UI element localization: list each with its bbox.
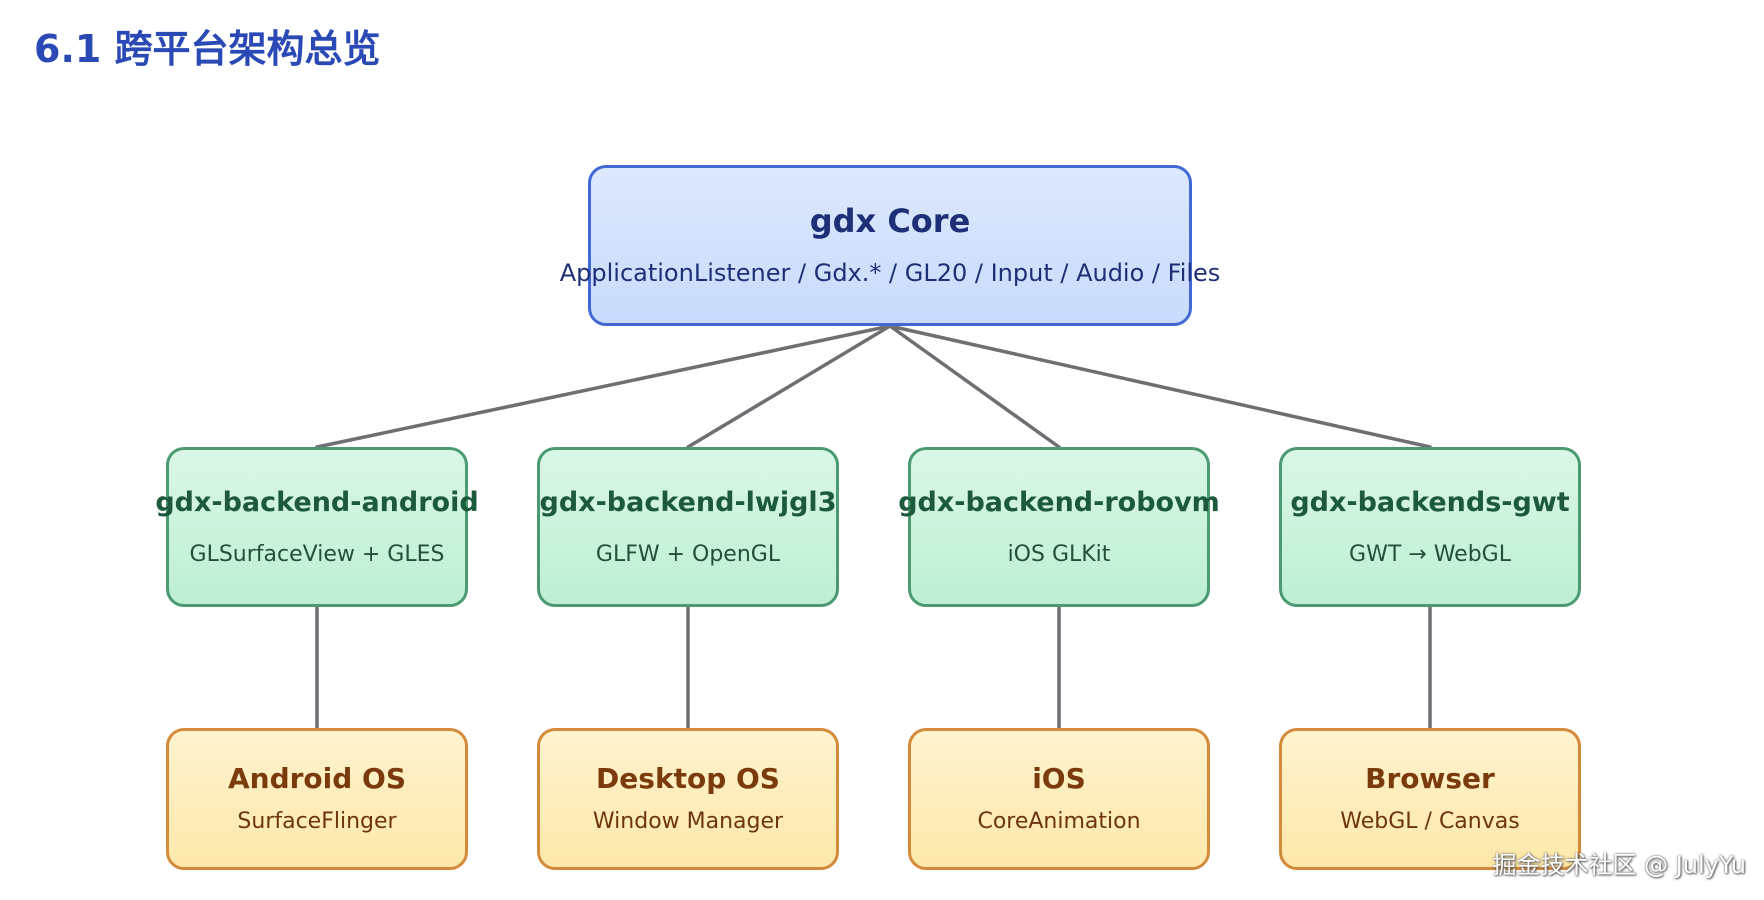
backend-node-lwjgl3: gdx-backend-lwjgl3 GLFW + OpenGL — [537, 447, 839, 607]
platform-subtitle: WebGL / Canvas — [1340, 809, 1520, 835]
connector-core-to-gwt — [888, 324, 1432, 449]
platform-title: iOS — [1032, 762, 1086, 796]
backend-subtitle: GLFW + OpenGL — [595, 541, 781, 567]
backend-node-android: gdx-backend-android GLSurfaceView + GLES — [155, 447, 479, 607]
backend-node-robovm: gdx-backend-robovm iOS GLKit — [898, 447, 1220, 607]
backend-title: gdx-backend-lwjgl3 — [539, 486, 837, 518]
core-title: gdx Core — [809, 202, 971, 241]
backend-subtitle: iOS GLKit — [1007, 541, 1111, 567]
platform-subtitle: SurfaceFlinger — [237, 809, 397, 835]
connector-core-to-robovm — [888, 324, 1061, 449]
core-node: gdx Core ApplicationListener / Gdx.* / G… — [560, 165, 1220, 326]
connector-core-to-android — [315, 324, 892, 449]
backend-subtitle: GLSurfaceView + GLES — [189, 541, 445, 567]
platform-node-android: Android OS SurfaceFlinger — [166, 728, 468, 870]
backend-node-gwt: gdx-backends-gwt GWT → WebGL — [1279, 447, 1581, 607]
core-subtitle: ApplicationListener / Gdx.* / GL20 / Inp… — [559, 259, 1221, 288]
connector-core-to-lwjgl3 — [686, 324, 892, 449]
backend-title: gdx-backend-robovm — [898, 486, 1220, 518]
watermark: 掘金技术社区 @ JulyYu — [1492, 851, 1746, 879]
platform-subtitle: Window Manager — [592, 809, 784, 835]
platform-title: Browser — [1365, 762, 1495, 796]
platform-title: Desktop OS — [596, 762, 780, 796]
platform-node-ios: iOS CoreAnimation — [908, 728, 1210, 870]
backend-subtitle: GWT → WebGL — [1349, 541, 1511, 567]
page-title: 6.1 跨平台架构总览 — [34, 27, 381, 71]
platform-node-desktop: Desktop OS Window Manager — [537, 728, 839, 870]
backend-title: gdx-backends-gwt — [1290, 486, 1570, 518]
backend-title: gdx-backend-android — [155, 486, 479, 518]
platform-subtitle: CoreAnimation — [977, 809, 1141, 835]
platform-title: Android OS — [227, 762, 407, 796]
platform-node-browser: Browser WebGL / Canvas — [1279, 728, 1581, 870]
